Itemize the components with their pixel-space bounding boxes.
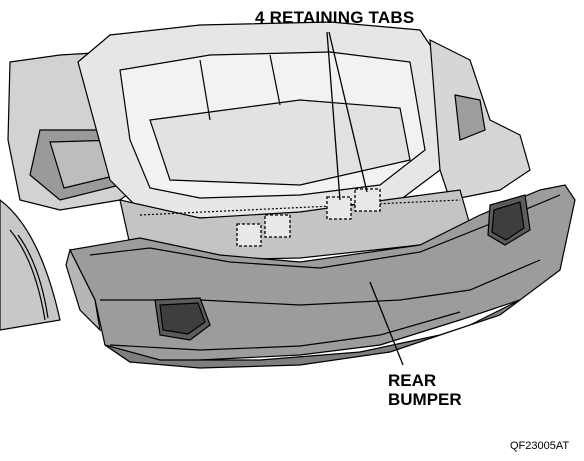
tabs-leader-line-right [328, 31, 368, 193]
figure-code: QF23005AT [510, 440, 570, 452]
rear-bumper-label: REAR BUMPER [388, 371, 462, 409]
tabs-leader-line-left [326, 31, 341, 201]
retaining-tab-2 [264, 214, 291, 238]
rear-bumper-label-line2: BUMPER [388, 390, 462, 409]
vehicle-body [0, 21, 531, 331]
retaining-tab-4 [354, 188, 381, 212]
rear-bumper-label-line1: REAR [388, 371, 437, 390]
bumper-leader-line [369, 281, 404, 366]
rear-bumper [65, 184, 576, 369]
leader-lines [326, 31, 404, 366]
retaining-tab-1 [236, 223, 262, 247]
retaining-tabs [236, 188, 381, 247]
retaining-tab-3 [326, 196, 352, 220]
retaining-tabs-label: 4 RETAINING TABS [255, 8, 415, 27]
